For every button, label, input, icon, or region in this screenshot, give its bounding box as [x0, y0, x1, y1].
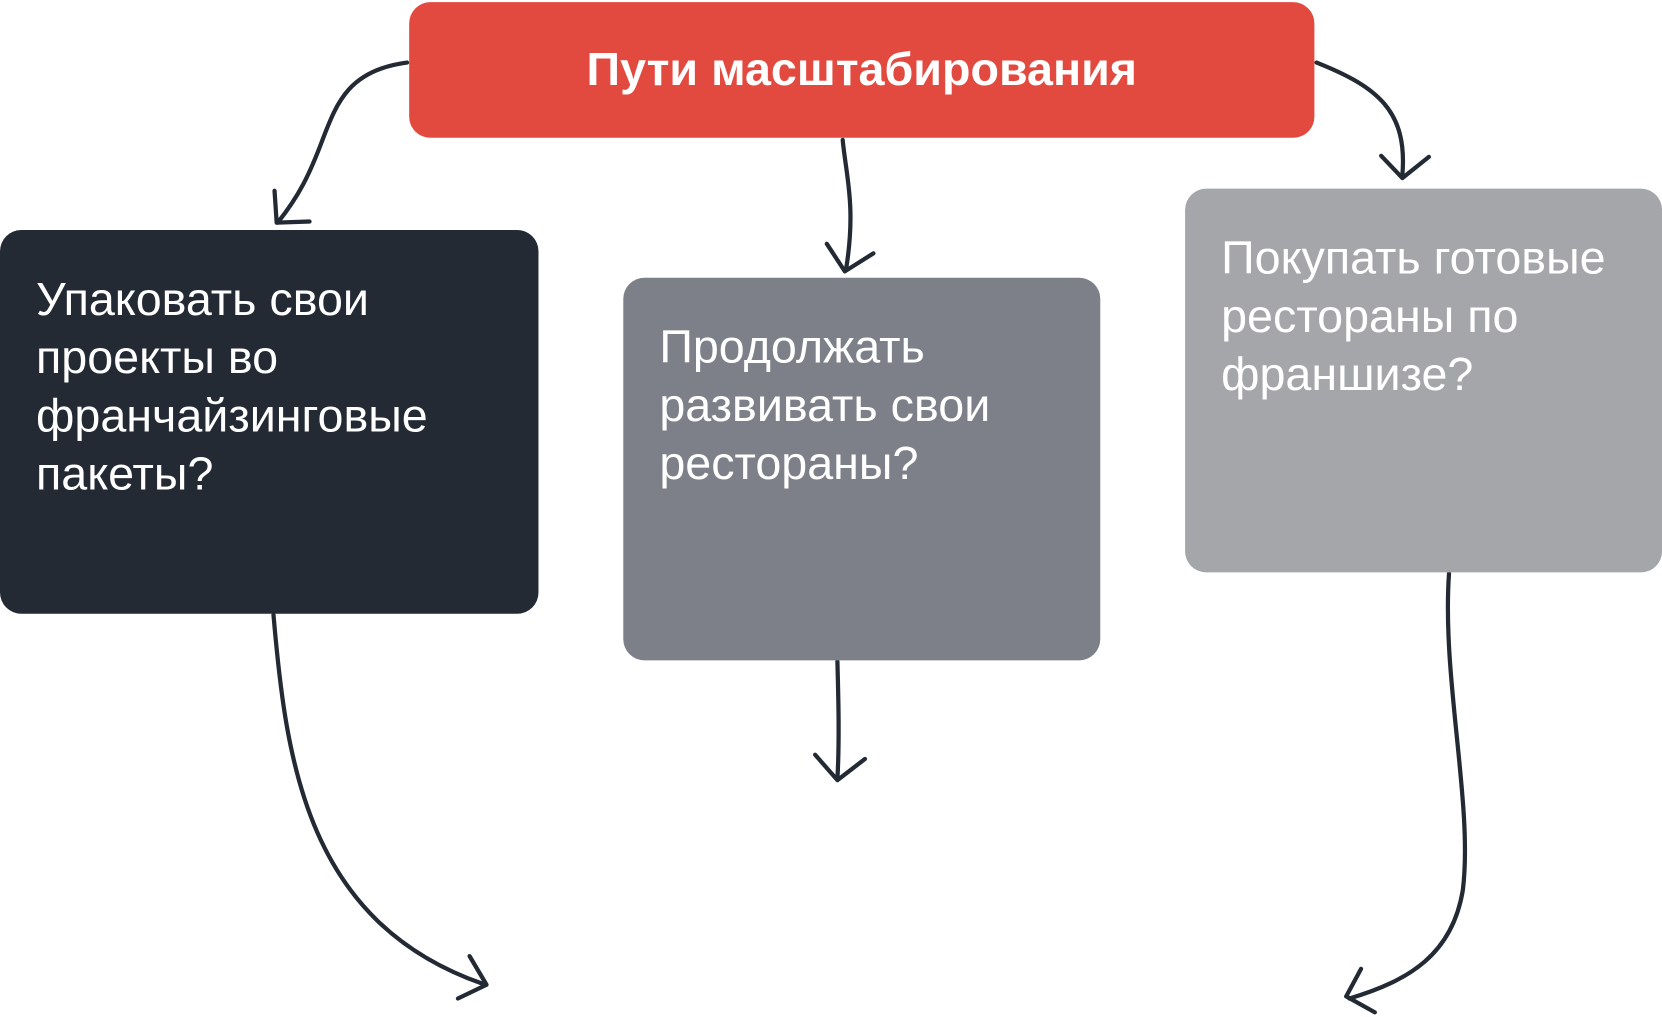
option-text: Упаковать свои проекты во франчайзинговы…: [36, 273, 428, 501]
arrow-title-to-left: [272, 60, 410, 225]
title-box: Пути масштабирования: [409, 2, 1315, 138]
arrow-middle-down: [813, 659, 868, 783]
option-box-package-franchise: Упаковать свои проекты во франчайзинговы…: [0, 230, 539, 614]
arrow-title-to-right: [1314, 60, 1431, 181]
option-box-develop-own: Продолжать развивать свои рестораны?: [623, 277, 1101, 661]
option-text: Покупать готовые рестораны по франшизе?: [1221, 232, 1606, 401]
diagram-title: Пути масштабирования: [586, 43, 1137, 96]
arrow-left-down: [271, 612, 489, 1001]
arrow-right-down: [1344, 571, 1468, 1015]
arrow-title-to-middle: [824, 137, 876, 274]
option-box-buy-franchise: Покупать готовые рестораны по франшизе?: [1185, 188, 1662, 573]
option-text: Продолжать развивать свои рестораны?: [659, 321, 991, 490]
